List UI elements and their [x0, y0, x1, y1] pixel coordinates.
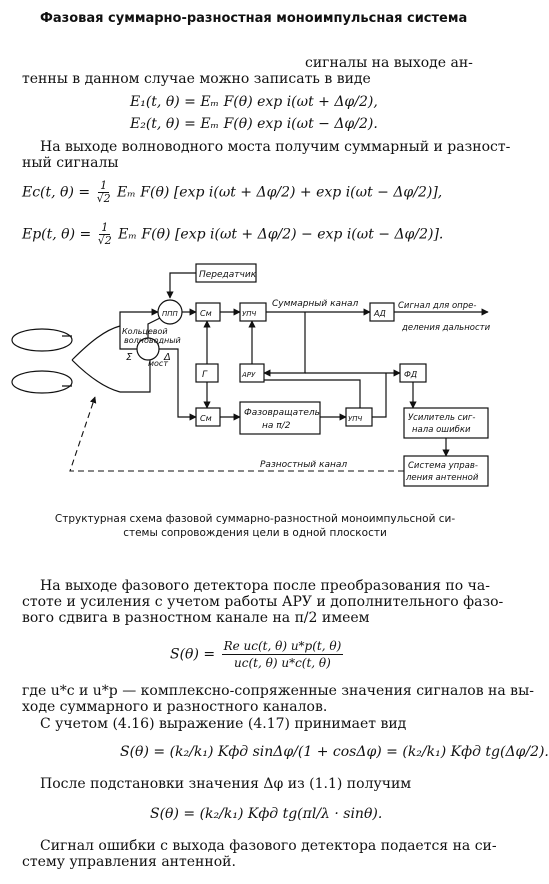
- label-error-amp-1: Усилитель сиг-: [408, 413, 475, 423]
- label-range-signal-2: деления дальности: [401, 323, 491, 333]
- equation-ep: Eр(t, θ) = 1√2 Eₘ F(θ) [exp i(ωt + Δφ/2)…: [22, 222, 443, 247]
- label-sum-channel: Суммарный канал: [272, 299, 358, 309]
- equation-s1-fraction: Re uс(t, θ) u*р(t, θ) uс(t, θ) u*с(t, θ): [221, 638, 344, 671]
- label-aru: АРУ: [241, 371, 256, 379]
- fraction-1-sqrt2-b: 1√2: [97, 221, 112, 247]
- para-6-line-1: После подстановки значения Δφ из (1.1) п…: [40, 776, 412, 792]
- para-1-line-1: сигналы на выходе ан-: [305, 55, 473, 71]
- label-delta: Δ: [163, 352, 171, 363]
- para-3-line-3: вого сдвига в разностном канале на π/2 и…: [22, 610, 370, 626]
- label-ring-bridge-1: Кольцевой: [122, 327, 168, 336]
- equation-s1-numerator: Re uс(t, θ) u*р(t, θ): [221, 639, 344, 655]
- label-mixer-top: См: [200, 309, 212, 318]
- para-4-line-1: где u*c и u*p — комплексно-сопряженные з…: [22, 683, 534, 699]
- antenna-lobe-upper: [11, 328, 73, 352]
- equation-ec: Eс(t, θ) = 1√2 Eₘ F(θ) [exp i(ωt + Δφ/2)…: [22, 180, 442, 205]
- equation-s1-lhs: S(θ) =: [170, 646, 216, 663]
- page-title: Фазовая суммарно-разностная моноимпульсн…: [40, 11, 468, 26]
- equation-e2: E₂(t, θ) = Eₘ F(θ) exp i(ωt − Δφ/2).: [130, 116, 378, 132]
- antenna-feed: [71, 325, 121, 393]
- equation-ec-body: Eₘ F(θ) [exp i(ωt + Δφ/2) + exp i(ωt − Δ…: [117, 184, 443, 201]
- diff-channel-feedback: [69, 396, 404, 472]
- equation-ec-lhs: Eс(t, θ) =: [22, 184, 91, 201]
- para-2-line-1: На выходе волноводного моста получим сум…: [40, 139, 511, 155]
- para-3-line-2: стоте и усиления с учетом работы АРУ и д…: [22, 594, 504, 610]
- para-5-line-1: С учетом (4.16) выражение (4.17) принима…: [40, 716, 407, 732]
- label-diff-channel: Разностный канал: [260, 460, 347, 470]
- label-error-amp-2: нала ошибки: [412, 425, 471, 435]
- label-phase-shifter-1: Фазовращатель: [244, 408, 320, 418]
- label-mixer-bottom: См: [200, 414, 212, 423]
- para-2-line-2: ный сигналы: [22, 155, 119, 171]
- label-ppp: ППП: [162, 310, 179, 318]
- antenna-lobe-lower: [11, 370, 73, 394]
- label-sigma: Σ: [126, 352, 133, 363]
- label-antenna-control-1: Система управ-: [408, 461, 478, 471]
- para-7-line-1: Сигнал ошибки с выхода фазового детектор…: [40, 838, 497, 854]
- label-phase-shifter-2: на π/2: [262, 421, 291, 431]
- label-upch-top: УПЧ: [242, 310, 257, 318]
- equation-s1-denominator: uс(t, θ) u*с(t, θ): [234, 656, 331, 670]
- equation-s1: S(θ) = Re uс(t, θ) u*р(t, θ) uс(t, θ) u*…: [170, 638, 345, 671]
- fraction-1-sqrt2: 1√2: [96, 179, 111, 205]
- equation-s3: S(θ) = (k₂/k₁) Kфд tg(πl/λ · sinθ).: [150, 806, 383, 822]
- para-3-line-1: На выходе фазового детектора после преоб…: [40, 578, 490, 594]
- para-4-line-2: ходе суммарного и разностного каналов.: [22, 699, 328, 715]
- figure-caption-line-1: Структурная схема фазовой суммарно-разно…: [54, 513, 456, 525]
- equation-e1: E₁(t, θ) = Eₘ F(θ) exp i(ωt + Δφ/2),: [130, 94, 378, 110]
- label-ad: АД: [373, 309, 386, 318]
- equation-ep-body: Eₘ F(θ) [exp i(ωt + Δφ/2) − exp i(ωt − Δ…: [118, 226, 444, 243]
- phase-shifter-block: [239, 401, 321, 435]
- label-upch-bottom: УПЧ: [348, 415, 363, 423]
- label-transmitter: Передатчик: [199, 270, 257, 280]
- para-1-line-2: тенны в данном случае можно записать в в…: [22, 71, 371, 87]
- para-7-line-2: стему управления антенной.: [22, 854, 236, 870]
- label-ring-bridge-2: волноводный: [124, 336, 181, 345]
- equation-s2: S(θ) = (k₂/k₁) Kфд sinΔφ/(1 + cosΔφ) = (…: [120, 744, 549, 760]
- label-antenna-control-2: ления антенной: [405, 473, 479, 483]
- label-range-signal-1: Сигнал для опре-: [398, 301, 476, 311]
- label-ring-bridge-3: мост: [148, 359, 168, 368]
- label-g: Г: [202, 370, 208, 380]
- block-diagram: Передатчик ППП См УПЧ АД Г АРУ ФД См УПЧ…: [11, 263, 491, 487]
- figure-caption-line-2: стемы сопровождения цели в одной плоскос…: [123, 527, 387, 539]
- label-fd: ФД: [404, 370, 417, 379]
- page: Фазовая суммарно-разностная моноимпульсн…: [11, 11, 549, 870]
- equation-ep-lhs: Eр(t, θ) =: [22, 226, 92, 243]
